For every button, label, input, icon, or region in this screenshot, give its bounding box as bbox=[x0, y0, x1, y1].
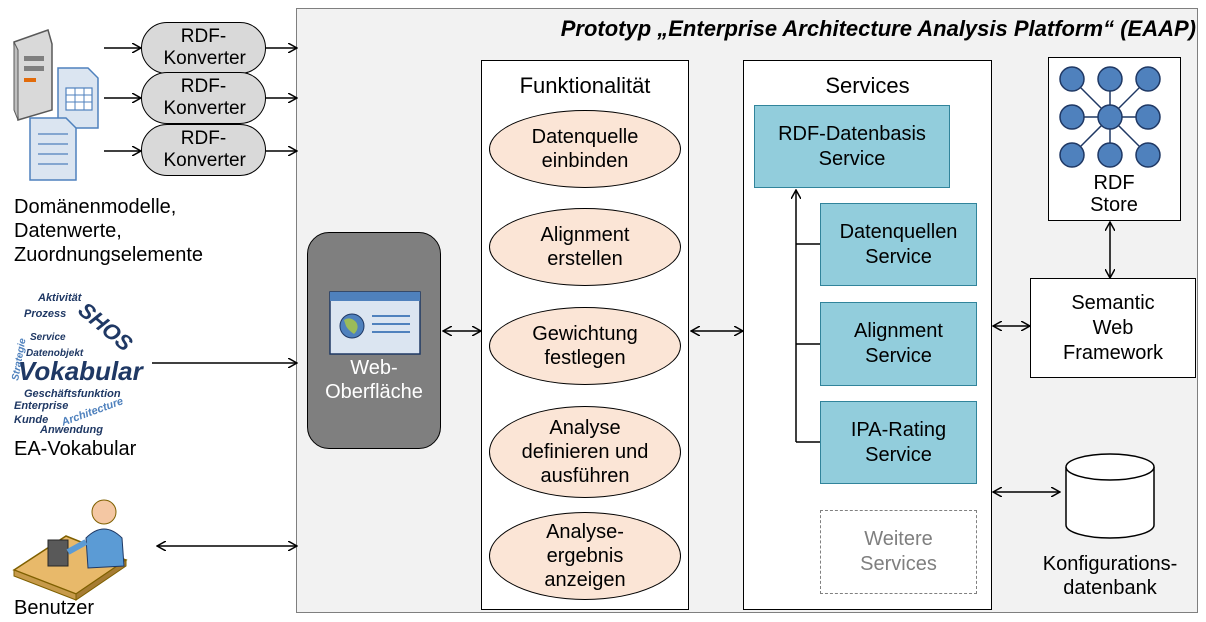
sources-label: Domänenmodelle, Datenwerte, Zuordnungsel… bbox=[14, 196, 204, 266]
server-icon bbox=[13, 29, 53, 121]
ellipse-alignment-erstellen: Alignment erstellen bbox=[489, 208, 681, 286]
service-label: IPA-Rating Service bbox=[850, 418, 947, 466]
word-cloud-term: Kunde bbox=[14, 414, 49, 426]
word-cloud-term: Enterprise bbox=[14, 400, 69, 412]
rdf-converter-2: RDF-Konverter bbox=[141, 72, 266, 124]
vocab-label: EA-Vokabular bbox=[14, 438, 137, 460]
rdf-graph-icon bbox=[1059, 66, 1161, 168]
ellipse-label: Analyse definieren und ausführen bbox=[521, 417, 649, 487]
converter-label: RDF-Konverter bbox=[163, 76, 246, 119]
service-weitere: Weitere Services bbox=[820, 510, 977, 594]
service-alignment: Alignment Service bbox=[820, 302, 977, 386]
word-cloud-term: Datenobjekt bbox=[26, 348, 84, 359]
rdf-store-label: RDF Store bbox=[1090, 172, 1138, 216]
word-cloud-term: Service bbox=[30, 332, 66, 343]
funktionalitaet-title: Funktionalität bbox=[519, 73, 651, 98]
user-icon bbox=[12, 499, 128, 601]
services-title: Services bbox=[825, 73, 910, 98]
user-label: Benutzer bbox=[14, 597, 95, 619]
platform-title: Prototyp „Enterprise Architecture Analys… bbox=[560, 16, 1196, 41]
word-cloud-term: Geschäftsfunktion bbox=[24, 388, 121, 400]
word-cloud: Aktivität Prozess Service Strategie Date… bbox=[10, 288, 160, 436]
rdf-converter-3: RDF-Konverter bbox=[141, 124, 266, 176]
word-cloud-term: Prozess bbox=[24, 308, 67, 320]
ellipse-label: Datenquelle einbinden bbox=[531, 126, 639, 172]
word-cloud-term: Anwendung bbox=[40, 424, 103, 436]
converter-label: RDF-Konverter bbox=[163, 128, 246, 171]
database-icon bbox=[1065, 453, 1155, 539]
service-datenquellen: Datenquellen Service bbox=[820, 203, 977, 286]
ellipse-analyseergebnis-anzeigen: Analyse-ergebnis anzeigen bbox=[489, 512, 681, 600]
document-icon bbox=[29, 117, 77, 181]
service-rdf-datenbasis: RDF-Datenbasis Service bbox=[754, 105, 950, 188]
service-label: Weitere Services bbox=[860, 528, 937, 575]
web-oberflaeche-label: Web-Oberfläche bbox=[325, 357, 423, 403]
ellipse-analyse-definieren: Analyse definieren und ausführen bbox=[489, 406, 681, 498]
ellipse-datenquelle-einbinden: Datenquelle einbinden bbox=[489, 110, 681, 188]
service-label: Datenquellen Service bbox=[839, 220, 958, 268]
semantic-web-framework-box: Semantic Web Framework bbox=[1030, 278, 1196, 378]
ellipse-label: Alignment erstellen bbox=[540, 224, 630, 270]
service-label: Alignment Service bbox=[854, 320, 943, 367]
ellipse-label: Gewichtung festlegen bbox=[532, 323, 638, 369]
converter-label: RDF-Konverter bbox=[163, 26, 246, 69]
service-ipa-rating: IPA-Rating Service bbox=[820, 401, 977, 484]
word-cloud-term: Aktivität bbox=[38, 292, 82, 304]
browser-icon bbox=[329, 291, 421, 355]
ellipse-label: Analyse-ergebnis anzeigen bbox=[544, 521, 626, 591]
word-cloud-term: Vokabular bbox=[18, 356, 143, 386]
service-label: RDF-Datenbasis Service bbox=[778, 122, 926, 170]
ellipse-gewichtung-festlegen: Gewichtung festlegen bbox=[489, 307, 681, 385]
semantic-web-label: Semantic Web Framework bbox=[1062, 291, 1163, 364]
konfig-db-label: Konfigurations-datenbank bbox=[1042, 553, 1178, 599]
